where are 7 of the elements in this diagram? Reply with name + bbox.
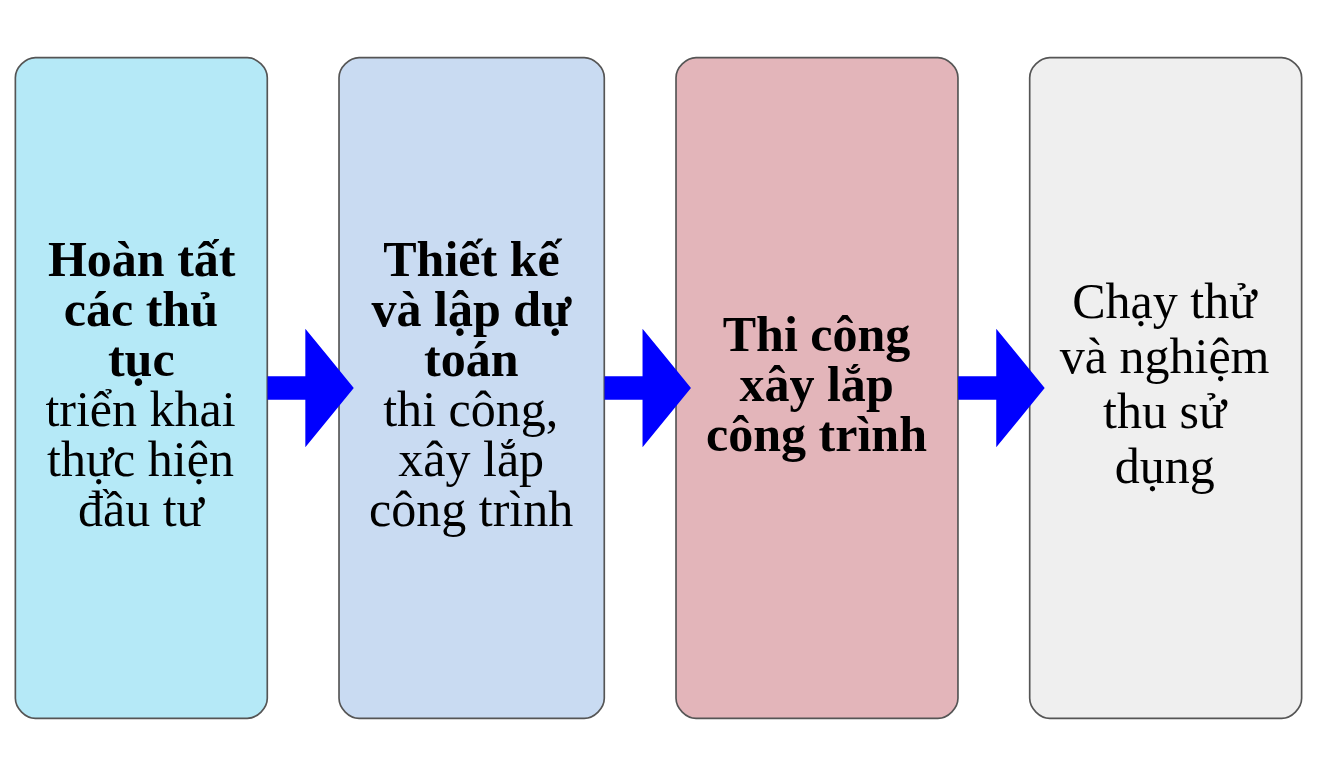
node-box: Thiết kế và lập dự toán thi công, xây lắp công trình [338,56,606,719]
arrow [604,328,691,447]
node-box: Chạy thử và nghiệm thu sử dụng [1028,56,1303,719]
node-box: Thi công xây lắp công trình [675,56,959,719]
arrow [958,328,1045,447]
arrow [267,328,354,447]
node-box: Hoàn tất các thủ tục triển khai thực hiện đầu tư [14,56,269,719]
